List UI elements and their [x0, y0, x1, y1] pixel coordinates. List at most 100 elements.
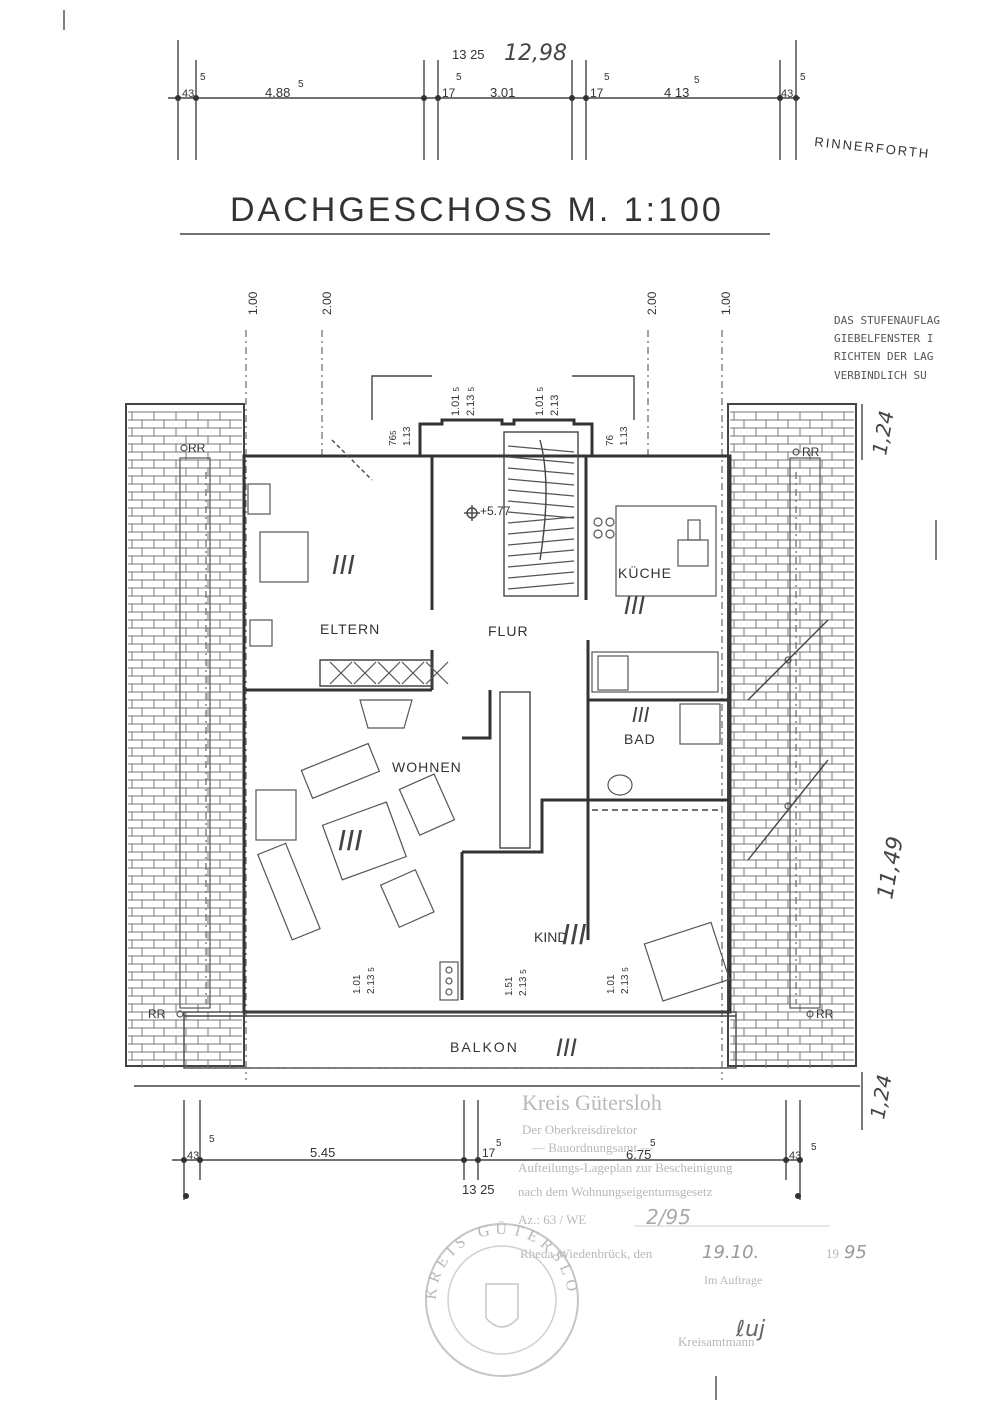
knee-line-label-2: 2.00 — [645, 291, 659, 315]
room-label-eltern: ELTERN — [320, 621, 380, 637]
hatch-line — [507, 489, 575, 497]
win-dim-7c: 5 — [621, 967, 630, 972]
roof-tiles — [125, 403, 857, 1068]
room-label-bad: BAD — [624, 731, 656, 747]
room-label-wohnen: WOHNEN — [392, 759, 462, 775]
win-dim-4b: 1.13 — [619, 426, 630, 446]
unit-mark-spare: III — [512, 1065, 514, 1067]
side-note-line-3: VERBINDLICH SU — [834, 369, 927, 382]
stamp-line-2: — Bauordnungsamt — — [531, 1140, 654, 1155]
stamp-year-prefix: 19 — [826, 1246, 839, 1261]
room-label-flur: FLUR — [488, 623, 529, 639]
win-dim-3c: 1.13 — [402, 426, 413, 446]
rr-mark-2: RR — [148, 1007, 166, 1021]
dim-top-2: 4.88 — [265, 85, 290, 100]
stamp-az-value: 2/95 — [646, 1205, 691, 1229]
dim-bottom-3: 17 — [482, 1146, 496, 1160]
dim-top-0: 43 — [182, 88, 194, 100]
win-dim-2c: 2.13 — [549, 395, 561, 416]
dim-top-10: 5 — [694, 75, 700, 86]
svg-text:2.13 5: 2.13 5 — [366, 967, 377, 994]
svg-text:2.13 5: 2.13 5 — [518, 969, 529, 996]
outer-walls — [242, 375, 732, 1014]
hatch-line — [377, 661, 401, 685]
svg-text:2.13 5: 2.13 5 — [620, 967, 631, 994]
level-marker: +5.77 — [480, 504, 511, 518]
dim-top-12: 5 — [800, 72, 806, 83]
side-note-line-2: RICHTEN DER LAG — [834, 350, 933, 363]
stamp-az-label: Az.: 63 / WE — [518, 1212, 586, 1227]
svg-text:1.01 5: 1.01 5 — [450, 387, 462, 416]
seal-ring — [425, 1223, 579, 1377]
svg-text:2.13 5: 2.13 5 — [465, 387, 477, 416]
win-dim-6a: 1.51 — [504, 976, 515, 996]
dim-top-9: 4 13 — [664, 85, 689, 100]
room-labels: ELTERN FLUR KÜCHE WOHNEN BAD KIND BALKON — [320, 564, 671, 1055]
side-heights: 1,24 11,49 1,24 — [861, 404, 909, 1130]
win-dim-2b: 5 — [536, 387, 545, 392]
side-height-bottom: 1,24 — [865, 1073, 896, 1121]
hatch-line — [353, 661, 377, 685]
stamp-order: Im Auftrage — [704, 1273, 762, 1287]
bottom-dimension-chain: 43 5 5.45 17 5 6.75 5 43 5 13 25 — [134, 1085, 860, 1200]
stamp-line-4: nach dem Wohnungseigentumsgesetz — [518, 1184, 713, 1199]
inner-walls — [244, 456, 728, 1000]
unit-mark-eltern: III — [332, 551, 355, 581]
dim-top-8: 5 — [604, 72, 610, 83]
hatch-line — [401, 661, 425, 685]
win-dim-5b: 2.13 — [366, 974, 377, 994]
room-label-balkon: BALKON — [450, 1039, 519, 1055]
top-dimension-chain: 13 25 12,98 43 5 4.88 5 17 5 3.01 17 5 4… — [168, 40, 931, 161]
hatch-line — [329, 661, 353, 685]
hatch-line — [507, 500, 575, 508]
stamp-date: 19.10. — [702, 1242, 759, 1263]
dim-top-11: 43 — [781, 88, 793, 100]
dim-bottom-8: 5 — [811, 1142, 817, 1153]
hatch-line — [507, 582, 575, 590]
hatch-line — [507, 445, 575, 453]
dim-top-1: 5 — [200, 72, 206, 83]
dim-bottom-0: 43 — [187, 1150, 199, 1162]
unit-mark-kueche: III — [624, 592, 645, 620]
hatch-line — [507, 467, 575, 475]
dim-bottom-6: 5 — [650, 1138, 656, 1149]
hatch-line — [507, 571, 575, 579]
dim-bottom-4: 5 — [496, 1138, 502, 1149]
stamp-line-3: Aufteilungs-Lageplan zur Bescheinigung — [518, 1160, 733, 1175]
dim-top-7: 17 — [590, 86, 604, 100]
knee-line-label-1: 2.00 — [320, 291, 334, 315]
seal-crest-icon — [485, 1283, 519, 1328]
unit-mark-bad: III — [632, 703, 650, 727]
hatch-line — [507, 527, 575, 535]
rr-mark-0: RR — [188, 441, 206, 455]
stamp-signature: ℓuj — [735, 1317, 766, 1342]
staircase: +5.77 — [464, 431, 579, 597]
stamp-line-1: Der Oberkreisdirektor — [522, 1122, 638, 1137]
hatch-line — [507, 560, 575, 568]
win-dim-1d: 5 — [467, 387, 476, 392]
unit-mark-wohnen: III — [338, 824, 363, 857]
win-dim-3a: 76 — [388, 434, 399, 446]
win-dim-6c: 5 — [519, 969, 528, 974]
win-dim-3b: 5 — [389, 430, 398, 435]
stamp-place: Rheda-Wiedenbrück, den — [520, 1246, 653, 1261]
svg-text:1.01 5: 1.01 5 — [534, 387, 546, 416]
stamp-title: Kreisamtmann — [678, 1334, 755, 1349]
hatch-line — [507, 538, 575, 546]
win-dim-1a: 1.01 — [450, 395, 462, 416]
hatch-line — [507, 456, 575, 464]
stamp-authority: Kreis Gütersloh — [522, 1090, 662, 1115]
room-label-kind: KIND — [534, 929, 567, 945]
win-dim-7b: 2.13 — [620, 974, 631, 994]
dim-top-4: 17 — [442, 86, 456, 100]
dim-top-total: 13 25 — [452, 47, 485, 62]
knee-line-label-3: 1.00 — [719, 291, 733, 315]
rr-mark-1: RR — [802, 445, 820, 459]
drawing-title: DACHGESCHOSS M. 1:100 — [180, 191, 770, 235]
hatch-line — [507, 511, 575, 519]
hatch-line — [507, 516, 575, 524]
side-note-line-0: DAS STUFENAUFLAG — [834, 314, 940, 327]
knee-line-label-0: 1.00 — [246, 291, 260, 315]
win-dim-6b: 2.13 — [518, 976, 529, 996]
